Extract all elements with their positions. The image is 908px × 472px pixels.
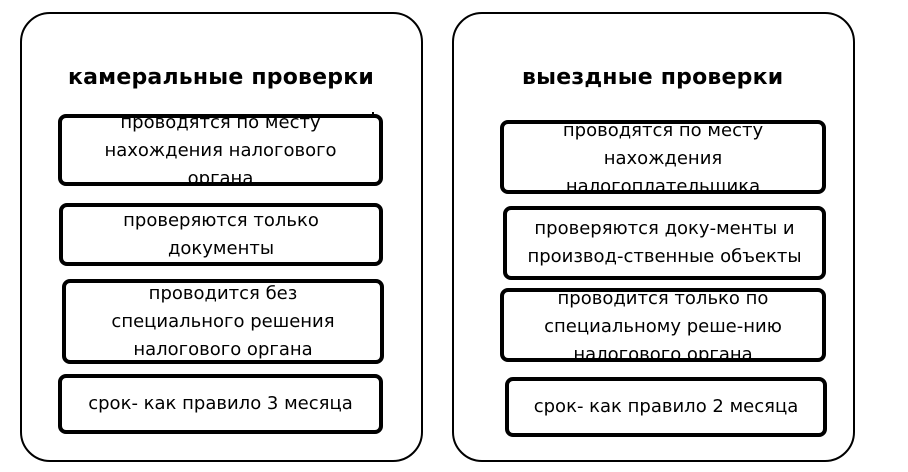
desk-audit-item-location-text: проводятся по месту нахождения налоговог… xyxy=(104,114,337,186)
field-audit-item-term-text: срок- как правило 2 месяца xyxy=(533,396,799,417)
desk-audit-item-term: срок- как правило 3 месяца xyxy=(58,374,383,434)
desk-audit-title: камеральные проверки xyxy=(68,65,374,90)
field-audit-item-decision-text: проводится только по специальному реше-н… xyxy=(544,288,782,362)
desk-audit-item-location: проводятся по месту нахождения налоговог… xyxy=(58,114,383,186)
field-audit-item-term: срок- как правило 2 месяца xyxy=(505,377,827,437)
field-audit-item-objects-text: проверяются доку-менты и производ-ственн… xyxy=(527,218,802,267)
desk-audit-item-term-text: срок- как правило 3 месяца xyxy=(88,393,353,414)
desk-audit-item-decision: проводится без специального решения нало… xyxy=(62,279,384,364)
field-audit-item-location-text: проводятся по месту нахождения налогопла… xyxy=(562,120,764,194)
field-audit-item-objects: проверяются доку-менты и производ-ственн… xyxy=(503,206,826,280)
desk-audit-item-documents: проверяются только документы xyxy=(59,203,383,266)
field-audit-item-location: проводятся по месту нахождения налогопла… xyxy=(500,120,826,194)
desk-audit-item-decision-text: проводится без специального решения нало… xyxy=(111,282,335,360)
field-audit-title: выездные проверки xyxy=(522,65,784,90)
desk-audit-item-documents-text: проверяются только документы xyxy=(123,209,319,259)
field-audit-item-decision: проводится только по специальному реше-н… xyxy=(500,288,826,362)
